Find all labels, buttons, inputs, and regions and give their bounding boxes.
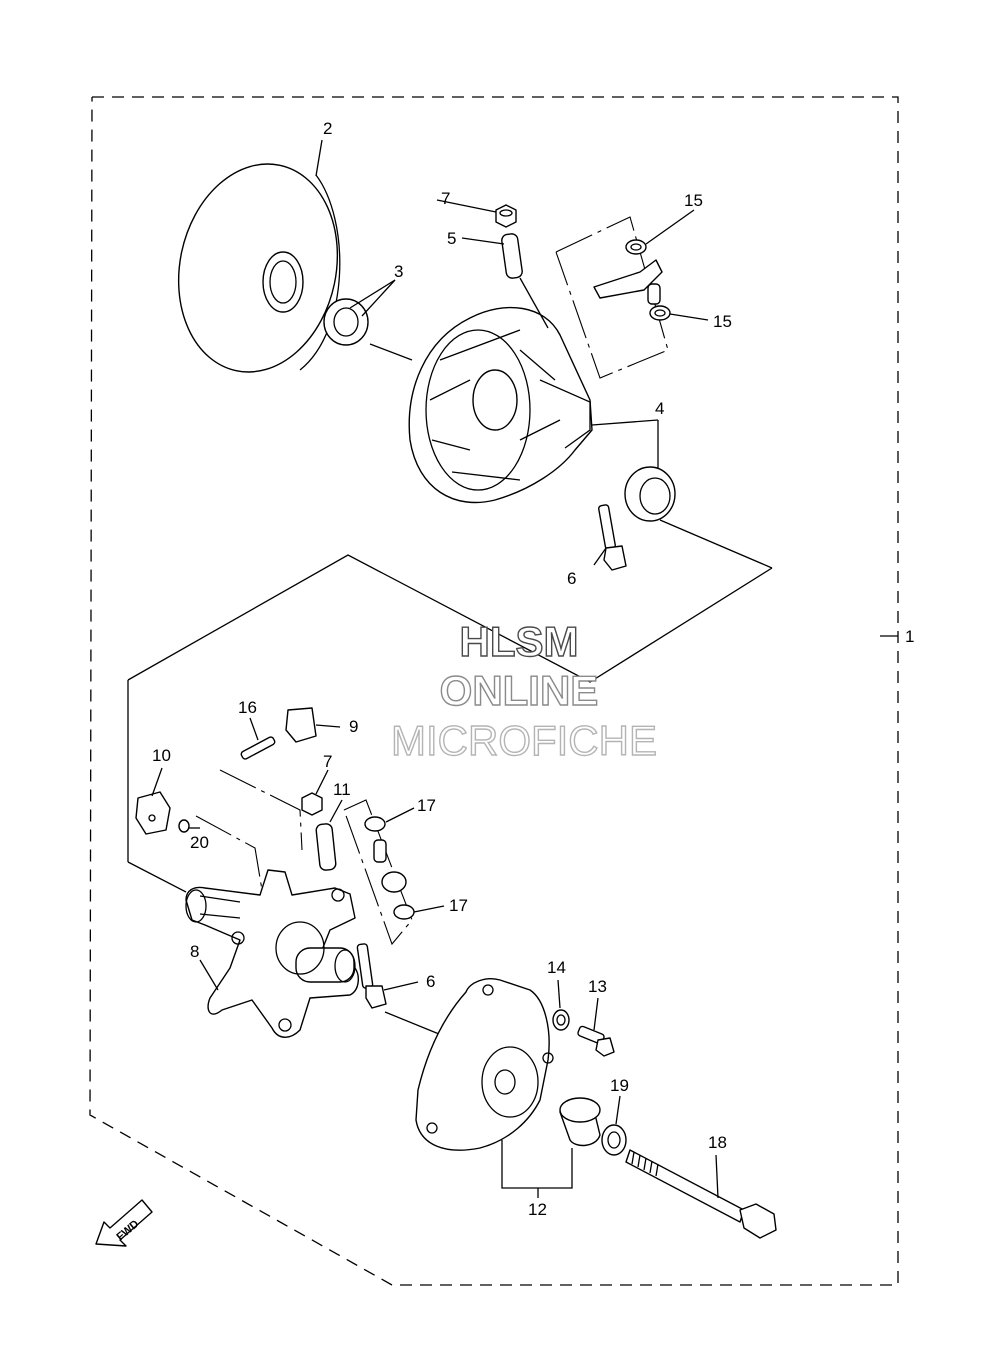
roller-pin[interactable] bbox=[647, 283, 661, 305]
part-19-washer[interactable] bbox=[601, 1124, 627, 1156]
part-17-washer-lower[interactable] bbox=[393, 904, 415, 920]
callout-12[interactable]: 12 bbox=[528, 1200, 547, 1219]
collar-lower[interactable] bbox=[381, 871, 407, 893]
clutch-housing-upper[interactable] bbox=[408, 306, 593, 504]
roller-lower[interactable] bbox=[373, 839, 387, 863]
part-15-washer-lower[interactable] bbox=[649, 305, 671, 321]
part-8-spider-hub[interactable] bbox=[185, 869, 359, 1038]
part-9-slider[interactable] bbox=[285, 707, 317, 743]
callout-9[interactable]: 9 bbox=[349, 717, 358, 736]
callout-11[interactable]: 11 bbox=[333, 780, 351, 799]
part-7-nut-lower[interactable] bbox=[301, 792, 323, 816]
callout-13[interactable]: 13 bbox=[588, 977, 607, 996]
callout-7-lower[interactable]: 7 bbox=[323, 752, 332, 771]
part-2-fixed-sheave[interactable] bbox=[160, 149, 356, 387]
part-12-bushing[interactable] bbox=[559, 1097, 601, 1147]
assembly-boundary bbox=[89, 96, 899, 1286]
part-11-pin[interactable] bbox=[315, 823, 337, 871]
callout-1[interactable]: 1 bbox=[905, 627, 914, 646]
callout-frame-16 bbox=[219, 769, 303, 851]
callout-6-upper[interactable]: 6 bbox=[567, 569, 576, 588]
callout-16[interactable]: 16 bbox=[238, 698, 257, 717]
part-6-bolt-upper[interactable] bbox=[598, 504, 627, 571]
callout-17-lower[interactable]: 17 bbox=[449, 896, 468, 915]
callout-17-upper[interactable]: 17 bbox=[417, 796, 436, 815]
callout-8[interactable]: 8 bbox=[190, 942, 199, 961]
watermark-line-3: MICROFICHE bbox=[391, 717, 657, 764]
part-15-washer-upper[interactable] bbox=[625, 239, 647, 255]
callout-18[interactable]: 18 bbox=[708, 1133, 727, 1152]
callout-2[interactable]: 2 bbox=[323, 119, 332, 138]
group-frame-upper bbox=[127, 554, 773, 683]
leader-lines bbox=[151, 139, 898, 1199]
callout-3[interactable]: 3 bbox=[394, 262, 403, 281]
part-4-bushing[interactable] bbox=[624, 466, 773, 569]
callout-frame-20 bbox=[195, 815, 263, 891]
rocker-arm[interactable] bbox=[593, 259, 663, 299]
part-16-pin[interactable] bbox=[240, 736, 276, 760]
part-18-bolt[interactable] bbox=[625, 1149, 777, 1239]
part-17-washer-upper[interactable] bbox=[364, 816, 386, 832]
part-13-bolt[interactable] bbox=[577, 1025, 615, 1057]
callout-14[interactable]: 14 bbox=[547, 958, 566, 977]
callout-20[interactable]: 20 bbox=[190, 833, 209, 852]
callout-5[interactable]: 5 bbox=[447, 229, 456, 248]
cover-plate[interactable] bbox=[415, 978, 554, 1151]
callout-6-lower[interactable]: 6 bbox=[426, 972, 435, 991]
part-10-slider-block[interactable] bbox=[135, 791, 171, 835]
callout-19[interactable]: 19 bbox=[610, 1076, 629, 1095]
part-7-nut-upper[interactable] bbox=[495, 204, 517, 228]
fwd-arrow-icon: FWD bbox=[95, 1199, 153, 1247]
watermark-line-1: HLSM bbox=[460, 618, 579, 665]
part-14-washer[interactable] bbox=[552, 1009, 570, 1031]
watermark-line-2: ONLINE bbox=[440, 667, 599, 714]
callout-4[interactable]: 4 bbox=[655, 399, 664, 418]
callout-15-upper[interactable]: 15 bbox=[684, 191, 703, 210]
callout-frame-17 bbox=[343, 799, 413, 946]
part-5-pin-upper[interactable] bbox=[501, 233, 549, 329]
callout-10[interactable]: 10 bbox=[152, 746, 171, 765]
part-3-collar[interactable] bbox=[323, 298, 413, 361]
callout-frame-15 bbox=[555, 216, 669, 379]
callout-7-upper[interactable]: 7 bbox=[441, 189, 450, 208]
part-20-o-ring[interactable] bbox=[178, 819, 190, 833]
callout-15-lower[interactable]: 15 bbox=[713, 312, 732, 331]
